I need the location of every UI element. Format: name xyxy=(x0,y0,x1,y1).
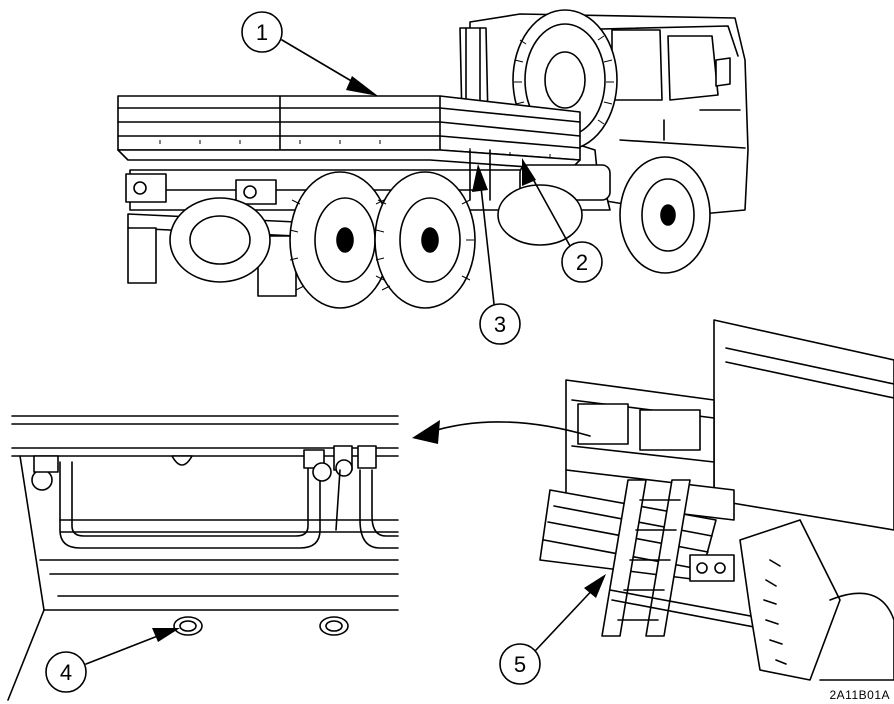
ladder-step-bar xyxy=(609,589,773,631)
rear-light-cluster xyxy=(689,554,735,582)
cargo-bed xyxy=(117,95,581,171)
marker-light-secondary xyxy=(319,616,349,636)
stowage-brackets xyxy=(469,149,491,201)
callout-4-label: 4 xyxy=(60,660,72,685)
rope-clip-center xyxy=(303,445,377,531)
callout-5: 5 xyxy=(499,574,606,685)
callout-2-label: 2 xyxy=(576,250,588,275)
stirrup-ladder xyxy=(601,479,691,637)
callout-2: 2 xyxy=(522,158,603,283)
middle-wheel xyxy=(497,184,583,246)
ladder-detail-view xyxy=(539,319,894,681)
callout-3: 3 xyxy=(472,164,521,345)
bed-underside-detail xyxy=(7,415,399,701)
front-wheel xyxy=(619,156,711,274)
ladder-bracket-left xyxy=(59,461,399,549)
figure-id-label: 2A11B01A xyxy=(829,688,890,702)
detail-transfer-arrow xyxy=(412,420,591,444)
marker-light-4 xyxy=(173,616,203,636)
callout-1: 1 xyxy=(241,11,378,96)
truck-overview-illustration xyxy=(117,9,749,309)
callout-5-label: 5 xyxy=(514,652,526,677)
center-light xyxy=(171,455,193,466)
callout-4: 4 xyxy=(45,628,180,693)
detail-edge xyxy=(7,609,45,701)
callout-3-label: 3 xyxy=(494,312,506,337)
rope-clip-left xyxy=(31,455,59,491)
partial-tire xyxy=(739,519,894,681)
callout-1-label: 1 xyxy=(256,20,268,45)
rear-wheel-left xyxy=(169,197,271,283)
rear-wheel-2 xyxy=(374,171,476,309)
